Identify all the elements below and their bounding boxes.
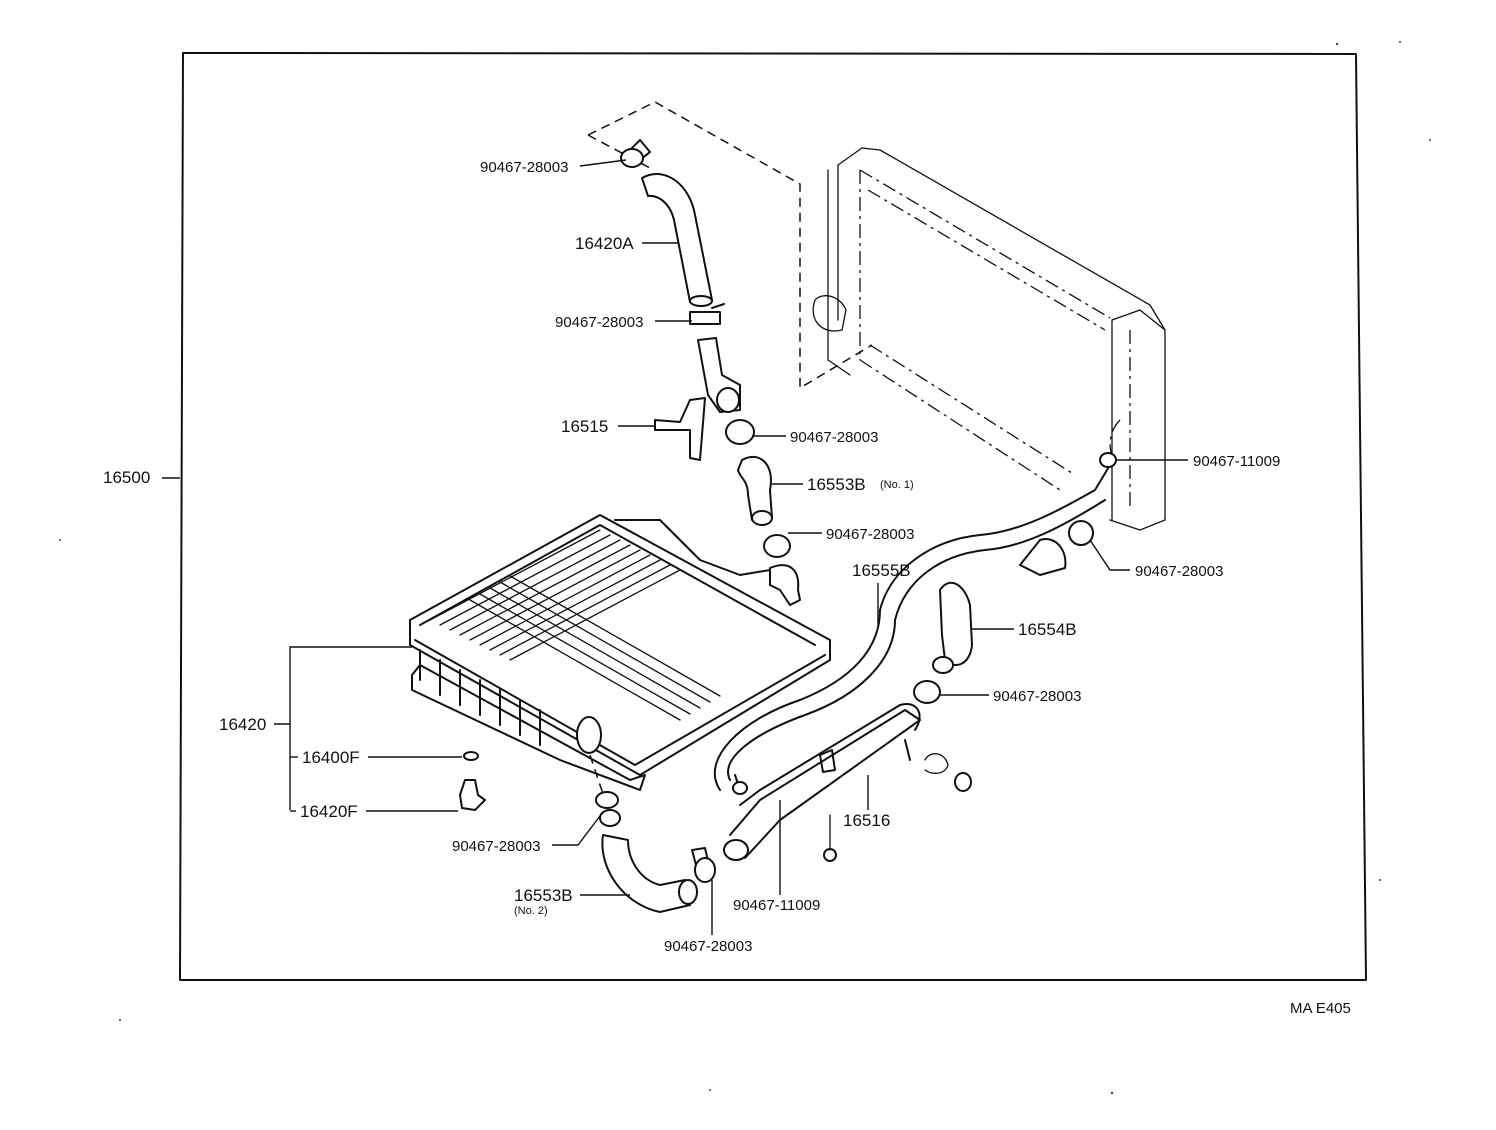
label-hose-no1-clamp-top: 90467-28003 bbox=[790, 429, 878, 446]
label-hose-16554B-clamp-top: 90467-28003 bbox=[1135, 563, 1223, 580]
label-pipe-clamp-right: 90467-11009 bbox=[1193, 453, 1280, 470]
part-labels: 90467-28003 16420A 90467-28003 16515 904… bbox=[219, 159, 1280, 955]
assembly-number: 16500 bbox=[103, 468, 150, 487]
label-pipe-clamp-lower: 90467-11009 bbox=[733, 897, 820, 914]
label-hose-no1: 16553B bbox=[807, 475, 866, 494]
hose-no2-group bbox=[589, 754, 716, 913]
label-hose-upper-clamp-top: 90467-28003 bbox=[480, 159, 568, 176]
label-hose-16554B: 16554B bbox=[1018, 620, 1077, 639]
hose-no1-group bbox=[725, 419, 801, 606]
label-hose-no2-clamp-bottom: 90467-28003 bbox=[664, 938, 752, 955]
label-bracket: 16515 bbox=[561, 417, 608, 436]
label-drain-cock: 16420F bbox=[300, 802, 358, 821]
hose-16554B-group bbox=[913, 520, 1094, 792]
bracket-group bbox=[654, 337, 741, 461]
phantom-outline bbox=[587, 101, 873, 390]
label-radiator: 16420 bbox=[219, 715, 266, 734]
label-hose-no2-note: (No. 2) bbox=[514, 905, 548, 917]
label-hose-16554B-clamp-bottom: 90467-28003 bbox=[993, 688, 1081, 705]
upper-hose-group bbox=[620, 139, 725, 325]
label-pipe-hose: 16555B bbox=[852, 561, 911, 580]
label-water-pipe: 16516 bbox=[843, 811, 890, 830]
label-hose-no2: 16553B bbox=[514, 886, 573, 905]
label-hose-no1-clamp-bottom: 90467-28003 bbox=[826, 526, 914, 543]
rear-radiator-phantom bbox=[812, 147, 1166, 531]
scan-specks bbox=[59, 41, 1431, 1095]
label-hose-upper: 16420A bbox=[575, 234, 634, 253]
diagram-frame bbox=[179, 52, 1367, 981]
front-radiator bbox=[409, 514, 831, 791]
cap-and-drain bbox=[459, 751, 486, 811]
footer-code: MA E405 bbox=[1290, 1000, 1351, 1017]
label-hose-no1-note: (No. 1) bbox=[880, 479, 914, 491]
assembly-callout: 16500 bbox=[103, 468, 180, 487]
water-pipe-group bbox=[713, 452, 1117, 862]
label-hose-no2-clamp-top: 90467-28003 bbox=[452, 838, 540, 855]
label-cap: 16400F bbox=[302, 748, 360, 767]
label-hose-upper-clamp-bottom: 90467-28003 bbox=[555, 314, 643, 331]
